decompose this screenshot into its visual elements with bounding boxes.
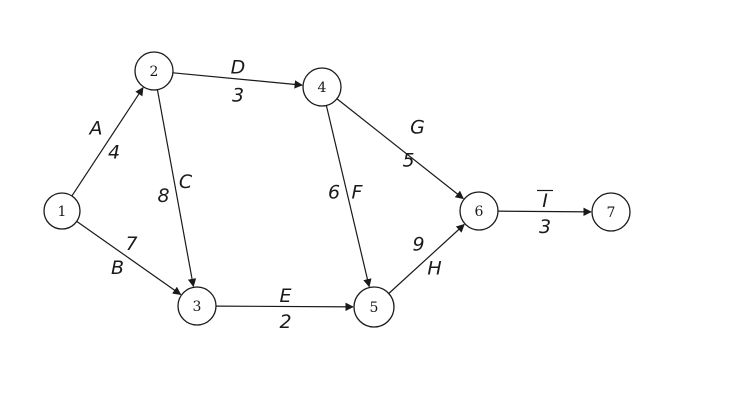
edge-1-3	[76, 220, 182, 295]
edge-arrow-3-5	[215, 302, 354, 312]
activity-label: B	[111, 257, 124, 279]
node-circle	[353, 286, 395, 328]
edge-5-6	[388, 223, 465, 294]
edge-2-3	[156, 89, 197, 288]
activity-label: G	[410, 117, 425, 139]
node-label: 5	[370, 300, 379, 316]
node-label: 2	[150, 64, 159, 80]
node-circle	[302, 67, 342, 107]
node-7: 7	[591, 192, 631, 232]
edge-4-5	[325, 105, 372, 288]
edge-arrow-6-7	[497, 207, 592, 216]
edge-arrow-4-5	[325, 105, 372, 288]
edge-arrow-5-6	[388, 223, 465, 294]
duration-label: 5	[402, 150, 414, 172]
edge-layer	[71, 72, 592, 312]
edge-arrow-1-2	[71, 87, 144, 197]
node-layer: 1 2 3 4 5 6 7	[43, 51, 631, 328]
edge-arrow-1-3	[76, 220, 182, 295]
node-3: 3	[177, 286, 217, 326]
node-1: 1	[43, 192, 81, 230]
activity-label: E	[279, 285, 291, 307]
duration-label: 7	[125, 233, 137, 255]
node-6: 6	[459, 191, 499, 231]
duration-label: 3	[539, 216, 551, 238]
node-circle	[134, 51, 174, 91]
activity-label: A	[88, 118, 103, 140]
node-label: 4	[318, 80, 327, 96]
duration-label: 9	[412, 234, 424, 256]
node-circle	[177, 286, 217, 326]
activity-label: C	[179, 171, 193, 193]
activity-label: I	[542, 190, 548, 212]
node-4: 4	[302, 67, 342, 107]
node-label: 6	[475, 204, 484, 220]
node-label: 1	[58, 204, 67, 220]
node-circle	[43, 192, 81, 230]
edge-1-2	[71, 87, 144, 197]
duration-label: 6	[328, 182, 340, 204]
edge-arrow-2-3	[156, 89, 197, 288]
duration-label: 2	[279, 311, 291, 333]
edge-6-7	[497, 207, 592, 216]
edge-3-5	[215, 302, 354, 312]
edge-4-6	[336, 98, 464, 200]
edge-2-4	[172, 72, 303, 89]
duration-label: 8	[157, 185, 169, 207]
node-label: 3	[193, 299, 202, 315]
duration-label: 4	[108, 142, 120, 164]
node-label: 7	[607, 205, 616, 221]
node-2: 2	[134, 51, 174, 91]
duration-label: 3	[232, 85, 244, 107]
edge-arrow-2-4	[172, 72, 303, 89]
activity-label: D	[231, 57, 246, 79]
activity-label: F	[352, 182, 364, 204]
node-5: 5	[353, 286, 395, 328]
edge-arrow-4-6	[336, 98, 464, 200]
node-circle	[591, 192, 631, 232]
activity-label: H	[427, 258, 441, 280]
node-circle	[459, 191, 499, 231]
